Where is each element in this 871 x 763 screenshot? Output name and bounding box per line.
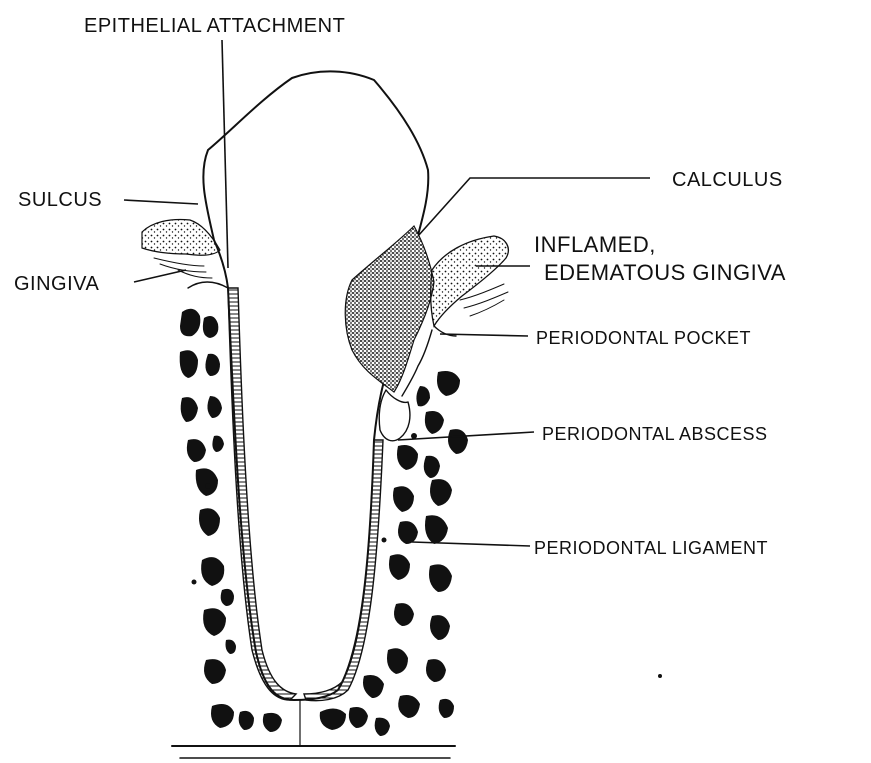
label-inflamed-line1: INFLAMED, — [534, 232, 656, 257]
label-epithelial-attachment: EPITHELIAL ATTACHMENT — [84, 15, 345, 37]
leader-gingiva — [134, 270, 186, 282]
leader-sulcus — [124, 200, 198, 204]
label-periodontal-ligament: PERIODONTAL LIGAMENT — [534, 538, 768, 558]
bone-base — [172, 746, 455, 758]
label-gingiva: GINGIVA — [14, 273, 100, 295]
calculus-deposit — [345, 226, 434, 392]
leader-epithelial-attachment — [222, 40, 228, 268]
label-periodontal-abscess: PERIODONTAL ABSCESS — [542, 424, 768, 444]
label-sulcus: SULCUS — [18, 189, 102, 211]
leader-periodontal-ligament — [412, 542, 530, 546]
label-calculus: CALCULUS — [672, 169, 783, 191]
label-inflamed-line2: EDEMATOUS GINGIVA — [544, 260, 786, 285]
right-inflamed-gingiva — [431, 236, 509, 336]
label-periodontal-pocket: PERIODONTAL POCKET — [536, 328, 751, 348]
periodontal-abscess — [379, 390, 410, 441]
leader-calculus — [418, 178, 650, 236]
scan-specks — [658, 674, 662, 678]
